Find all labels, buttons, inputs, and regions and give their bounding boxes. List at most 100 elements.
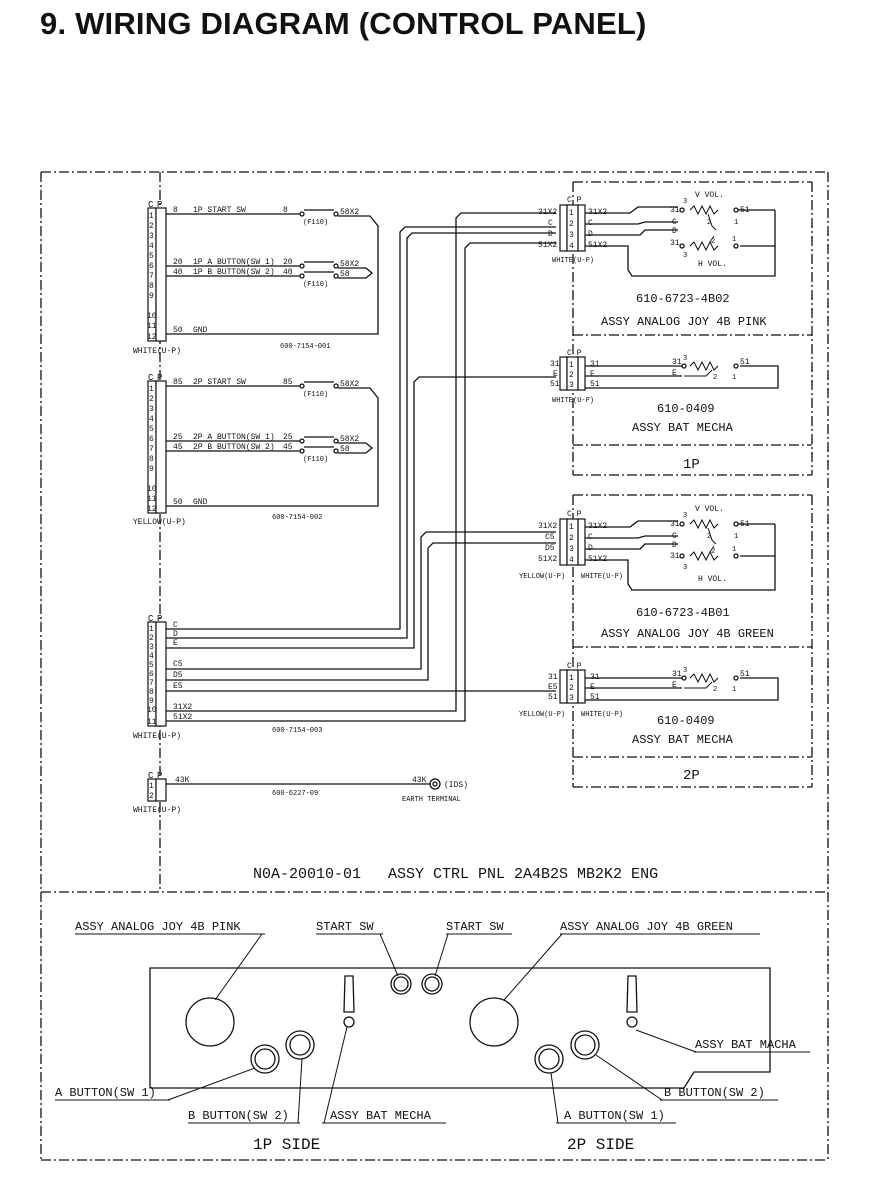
svg-text:D5: D5 — [545, 544, 555, 553]
svg-text:YELLOW(U-P): YELLOW(U-P) — [519, 573, 565, 581]
svg-text:8: 8 — [283, 206, 288, 215]
svg-text:10: 10 — [147, 485, 157, 494]
svg-text:P: P — [157, 373, 162, 383]
svg-text:51X2: 51X2 — [538, 555, 557, 564]
svg-text:31: 31 — [670, 552, 680, 561]
svg-text:45: 45 — [283, 443, 293, 452]
svg-text:2: 2 — [149, 395, 154, 404]
svg-text:51: 51 — [590, 693, 600, 702]
svg-text:1: 1 — [569, 209, 574, 218]
svg-text:ASSY ANALOG JOY 4B GREEN: ASSY ANALOG JOY 4B GREEN — [601, 627, 774, 641]
svg-text:9: 9 — [149, 465, 154, 474]
svg-text:3: 3 — [683, 198, 687, 206]
svg-text:600-6227-09: 600-6227-09 — [272, 790, 318, 798]
svg-text:58X2: 58X2 — [340, 208, 359, 217]
b-button-2p — [570, 1030, 600, 1060]
svg-text:2: 2 — [569, 220, 574, 229]
bat-mecha-1p — [343, 975, 355, 1013]
svg-text:31X2: 31X2 — [538, 208, 557, 217]
svg-text:11: 11 — [147, 495, 157, 504]
svg-text:2: 2 — [149, 634, 154, 643]
panel-1p-label: 1P — [683, 457, 700, 473]
svg-text:31: 31 — [550, 360, 560, 369]
svg-text:C: C — [672, 532, 677, 541]
svg-text:31: 31 — [672, 358, 682, 367]
svg-text:C: C — [148, 614, 154, 624]
svg-text:2: 2 — [569, 534, 574, 543]
svg-text:58: 58 — [340, 270, 350, 279]
joy-part-number: 610-6723-4B02 — [636, 292, 730, 306]
svg-text:(F110): (F110) — [303, 219, 328, 227]
svg-text:58X2: 58X2 — [340, 380, 359, 389]
svg-text:1: 1 — [149, 625, 154, 634]
svg-text:GND: GND — [193, 498, 208, 507]
svg-text:WHITE(U-P): WHITE(U-P) — [581, 711, 623, 719]
svg-text:B BUTTON(SW 2): B BUTTON(SW 2) — [188, 1109, 289, 1123]
svg-text:610-0409: 610-0409 — [657, 402, 715, 416]
svg-text:YELLOW(U-P): YELLOW(U-P) — [133, 518, 186, 527]
svg-text:50: 50 — [173, 326, 183, 335]
svg-text:WHITE(U-P): WHITE(U-P) — [581, 573, 623, 581]
svg-text:31: 31 — [590, 360, 600, 369]
svg-text:1: 1 — [732, 546, 736, 554]
connector-color: WHITE(U-P) — [133, 347, 181, 356]
svg-text:2P START SW: 2P START SW — [193, 378, 246, 387]
svg-text:A BUTTON(SW 1): A BUTTON(SW 1) — [55, 1086, 156, 1100]
pin-p-label: P — [157, 200, 162, 210]
svg-text:9: 9 — [149, 292, 154, 301]
svg-text:1: 1 — [732, 374, 736, 382]
svg-text:E: E — [672, 681, 677, 690]
svg-text:85: 85 — [173, 378, 183, 387]
svg-text:2: 2 — [569, 684, 574, 693]
svg-text:2: 2 — [711, 548, 715, 556]
svg-text:ASSY BAT MECHA: ASSY BAT MECHA — [632, 733, 734, 747]
svg-text:B BUTTON(SW 2): B BUTTON(SW 2) — [664, 1086, 765, 1100]
svg-text:C: C — [148, 771, 154, 781]
outer-frame — [40, 171, 829, 1161]
svg-text:31: 31 — [670, 206, 680, 215]
svg-text:45: 45 — [173, 443, 183, 452]
svg-text:31X2: 31X2 — [173, 703, 192, 712]
svg-text:E: E — [173, 639, 178, 648]
svg-text:6: 6 — [149, 670, 154, 679]
svg-text:3: 3 — [683, 564, 687, 572]
svg-text:3: 3 — [569, 694, 574, 703]
svg-text:4: 4 — [569, 242, 574, 251]
svg-text:6: 6 — [149, 435, 154, 444]
svg-text:1: 1 — [569, 674, 574, 683]
a-button-2p — [534, 1044, 564, 1074]
svg-text:V VOL.: V VOL. — [695, 191, 724, 200]
svg-text:3: 3 — [149, 232, 154, 241]
svg-text:31: 31 — [670, 520, 680, 529]
svg-text:20: 20 — [283, 258, 293, 267]
svg-text:8: 8 — [149, 455, 154, 464]
svg-text:40: 40 — [283, 268, 293, 277]
svg-text:2: 2 — [713, 686, 717, 694]
svg-text:4: 4 — [149, 415, 154, 424]
svg-text:(F110): (F110) — [303, 281, 328, 289]
svg-text:20: 20 — [173, 258, 183, 267]
svg-text:GND: GND — [193, 326, 208, 335]
svg-text:ASSY BAT MECHA: ASSY BAT MECHA — [330, 1109, 432, 1123]
svg-text:(F110): (F110) — [303, 456, 328, 464]
svg-text:E: E — [590, 370, 595, 379]
svg-text:610-0409: 610-0409 — [657, 714, 715, 728]
svg-text:11: 11 — [147, 322, 157, 331]
joy-assembly-name: ASSY ANALOG JOY 4B PINK — [601, 315, 767, 329]
svg-text:31X2: 31X2 — [538, 522, 557, 531]
svg-text:E: E — [553, 370, 558, 379]
svg-text:1: 1 — [569, 523, 574, 532]
svg-text:2: 2 — [713, 374, 717, 382]
svg-text:2: 2 — [569, 371, 574, 380]
svg-text:E: E — [672, 369, 677, 378]
svg-text:3: 3 — [683, 252, 687, 260]
svg-text:P: P — [157, 771, 162, 781]
joystick-1p — [185, 997, 235, 1047]
svg-text:2: 2 — [711, 238, 715, 246]
svg-text:YELLOW(U-P): YELLOW(U-P) — [519, 711, 565, 719]
svg-text:WHITE(U-P): WHITE(U-P) — [133, 732, 181, 741]
svg-text:2: 2 — [149, 222, 154, 231]
